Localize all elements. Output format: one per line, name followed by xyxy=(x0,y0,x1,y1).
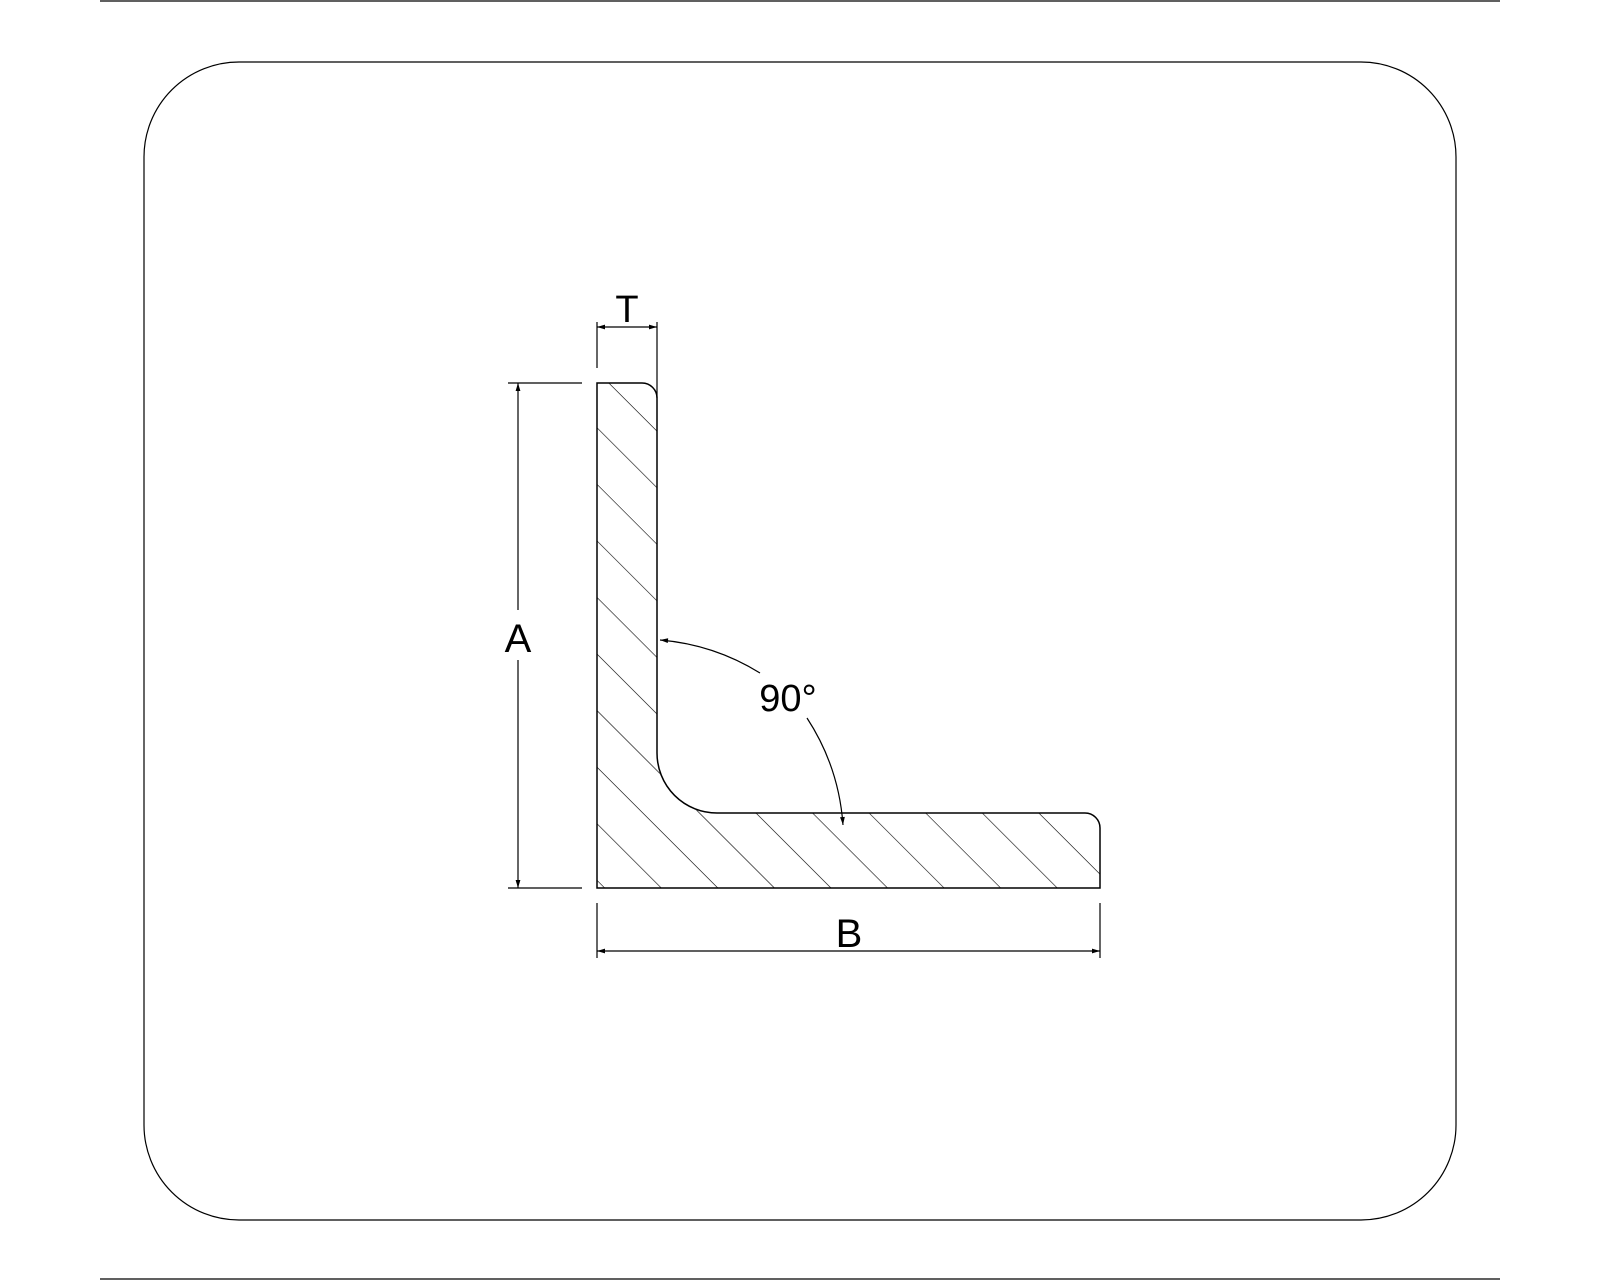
width-label: B xyxy=(836,912,863,956)
width-dimension: B xyxy=(596,903,1101,958)
height-label: A xyxy=(505,617,532,661)
angle-arc-upper xyxy=(659,638,761,674)
angle-dimension: 90° xyxy=(659,638,845,826)
angle-profile xyxy=(596,382,1101,889)
angle-label: 90° xyxy=(759,678,816,720)
drawing-frame xyxy=(143,61,1457,1221)
thickness-dimension: T xyxy=(596,289,658,398)
height-dimension: A xyxy=(505,382,582,889)
angle-arc-lower xyxy=(806,717,845,826)
thickness-label: T xyxy=(615,289,638,331)
